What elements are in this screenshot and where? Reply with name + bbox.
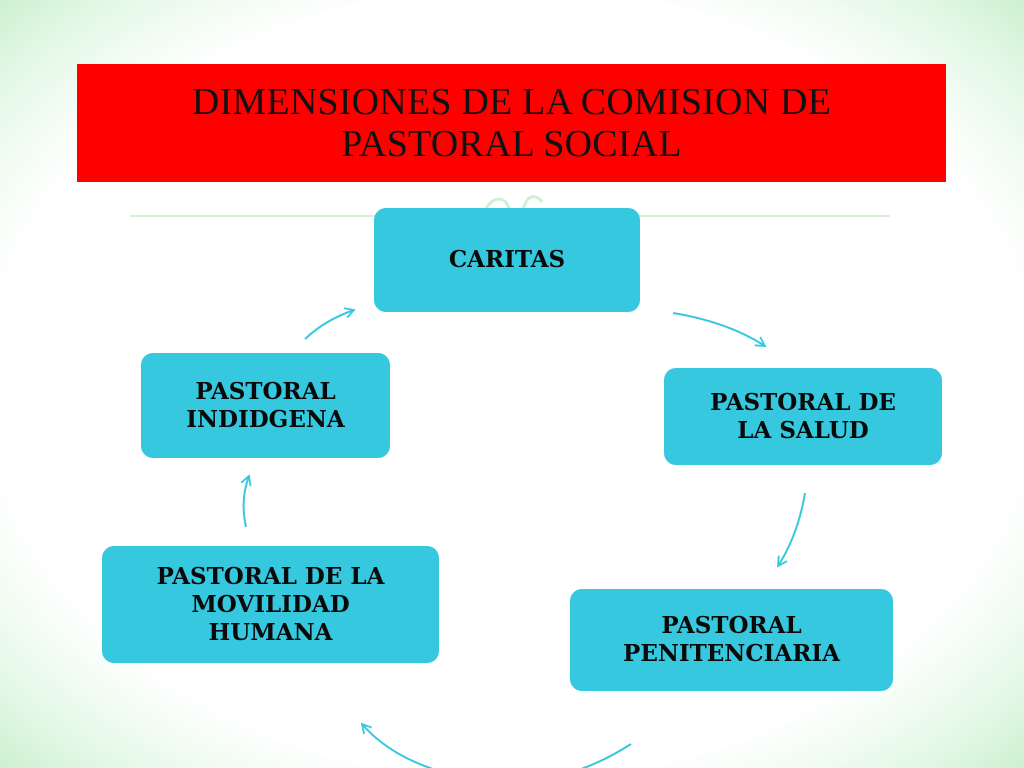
slide-title-line-1: DIMENSIONES DE LA COMISION DE [191,81,832,123]
title-banner: DIMENSIONES DE LA COMISION DE PASTORAL S… [77,64,946,182]
node-salud-line-2: LA SALUD [737,416,869,444]
node-penitenciaria-line-1: PASTORAL [661,612,802,639]
node-pastoral-indidgena: PASTORAL INDIDGENA [141,353,390,458]
node-movilidad-line-2: MOVILIDAD [191,590,350,618]
node-movilidad-line-1: PASTORAL DE LA [156,562,385,590]
slide-title-line-2: PASTORAL SOCIAL [341,123,682,165]
slide-title: DIMENSIONES DE LA COMISION DE PASTORAL S… [192,81,831,165]
node-indidgena-line-2: INDIDGENA [186,405,345,433]
node-caritas-label: CARITAS [449,246,565,274]
node-caritas-line-1: CARITAS [448,246,566,273]
node-caritas: CARITAS [374,208,640,312]
node-movilidad-line-3: HUMANA [208,618,333,646]
node-salud-label: PASTORAL DE LA SALUD [710,389,896,445]
node-penitenciaria-line-2: PENITENCIARIA [623,640,840,667]
node-indidgena-line-1: PASTORAL [195,377,336,405]
node-pastoral-de-la-movilidad-humana: PASTORAL DE LA MOVILIDAD HUMANA [102,546,439,663]
node-movilidad-label: PASTORAL DE LA MOVILIDAD HUMANA [157,563,385,647]
node-salud-line-1: PASTORAL DE [710,388,896,416]
node-penitenciaria-label: PASTORAL PENITENCIARIA [623,612,840,668]
node-pastoral-penitenciaria: PASTORAL PENITENCIARIA [570,589,893,691]
node-pastoral-de-la-salud: PASTORAL DE LA SALUD [664,368,942,465]
node-indidgena-label: PASTORAL INDIDGENA [186,378,344,434]
